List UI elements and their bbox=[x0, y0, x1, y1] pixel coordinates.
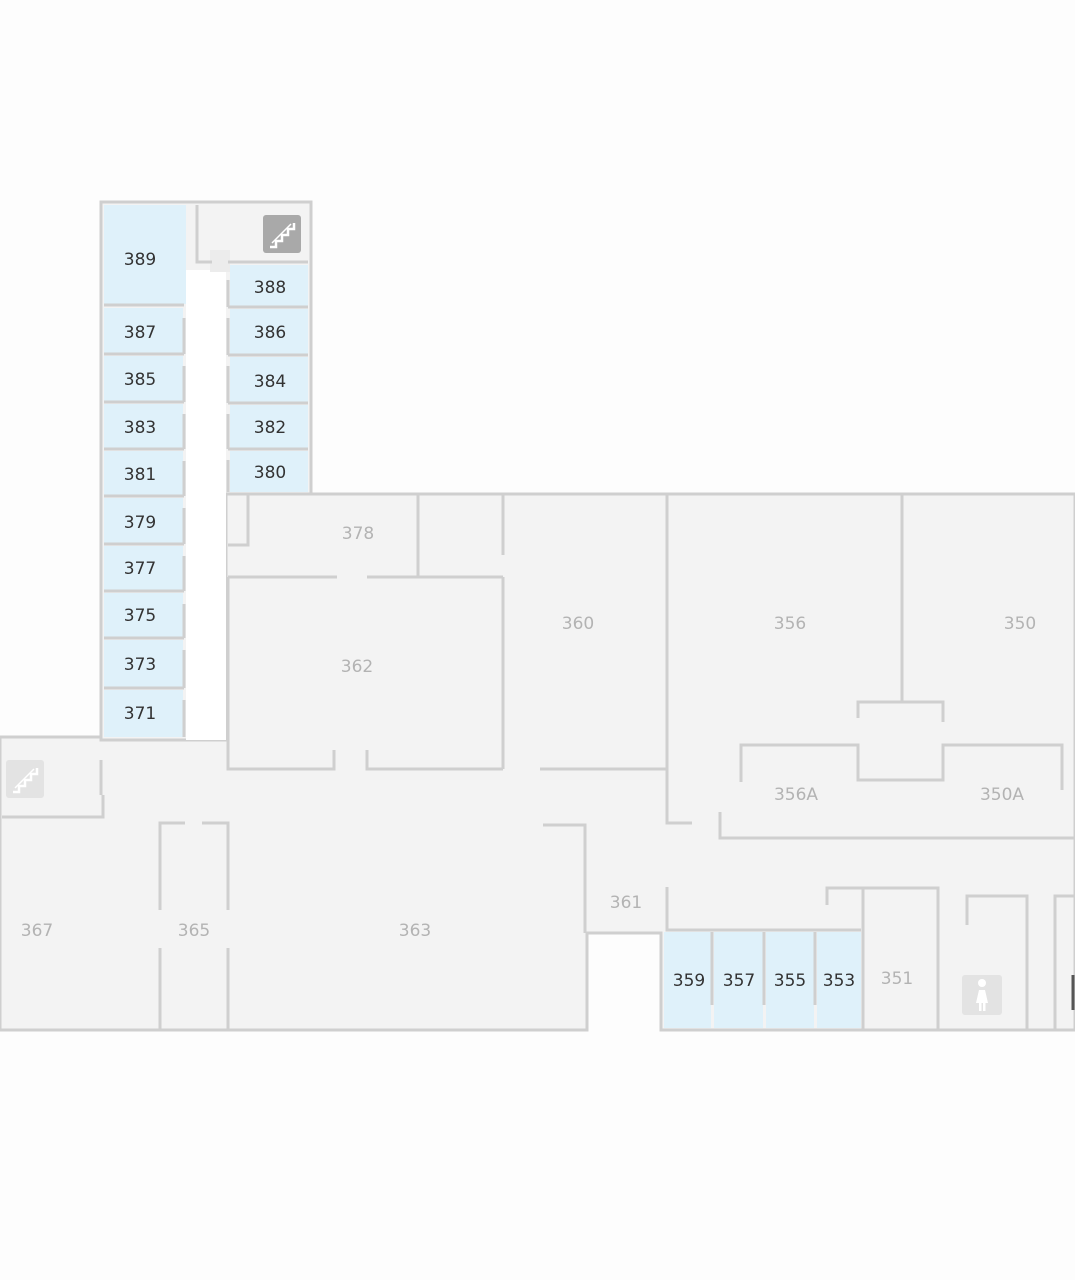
room-label: 357 bbox=[723, 971, 755, 991]
room-377[interactable] bbox=[104, 546, 183, 590]
room-387[interactable] bbox=[104, 308, 183, 353]
stairs-icon bbox=[263, 215, 301, 253]
room-label: 388 bbox=[254, 278, 286, 298]
room-label: 380 bbox=[254, 463, 286, 483]
room-label: 371 bbox=[124, 704, 156, 724]
room-388[interactable] bbox=[230, 265, 308, 306]
room-385[interactable] bbox=[104, 356, 183, 401]
room-label: 373 bbox=[124, 655, 156, 675]
room-373[interactable] bbox=[104, 640, 183, 687]
room-357[interactable] bbox=[714, 932, 763, 1028]
interior-walls bbox=[2, 205, 1075, 1030]
room-label: 365 bbox=[178, 921, 210, 941]
main-block bbox=[0, 492, 1075, 1032]
corridor-column bbox=[210, 250, 230, 272]
room-label: 350 bbox=[1004, 614, 1036, 634]
room-379[interactable] bbox=[104, 498, 183, 543]
womens-restroom-icon bbox=[962, 975, 1002, 1015]
room-371[interactable] bbox=[104, 690, 183, 737]
room-label: 375 bbox=[124, 606, 156, 626]
room-label: 356A bbox=[774, 785, 818, 805]
room-375[interactable] bbox=[104, 593, 183, 637]
north-corridor bbox=[186, 270, 226, 740]
room-label: 387 bbox=[124, 323, 156, 343]
room-label: 377 bbox=[124, 559, 156, 579]
room-label: 383 bbox=[124, 418, 156, 438]
room-353[interactable] bbox=[817, 932, 861, 1028]
room-label: 386 bbox=[254, 323, 286, 343]
room-384[interactable] bbox=[230, 357, 308, 402]
room-label: 356 bbox=[774, 614, 806, 634]
room-label: 353 bbox=[823, 971, 855, 991]
room-389[interactable] bbox=[104, 205, 186, 304]
room-label: 350A bbox=[980, 785, 1024, 805]
room-label: 382 bbox=[254, 418, 286, 438]
room-label: 362 bbox=[341, 657, 373, 677]
room-labels: 389 388 387 386 385 384 383 382 381 380 … bbox=[21, 250, 1036, 991]
room-382[interactable] bbox=[230, 405, 308, 448]
room-label: 378 bbox=[342, 524, 374, 544]
room-380[interactable] bbox=[230, 451, 308, 492]
room-386[interactable] bbox=[230, 309, 308, 354]
room-label: 381 bbox=[124, 465, 156, 485]
room-label: 355 bbox=[774, 971, 806, 991]
room-label: 379 bbox=[124, 513, 156, 533]
room-355[interactable] bbox=[766, 932, 814, 1028]
room-label: 363 bbox=[399, 921, 431, 941]
room-359[interactable] bbox=[664, 932, 711, 1028]
room-label: 367 bbox=[21, 921, 53, 941]
stairs-icon bbox=[6, 760, 44, 798]
highlighted-rooms bbox=[104, 205, 861, 1028]
room-label: 385 bbox=[124, 370, 156, 390]
room-381[interactable] bbox=[104, 451, 183, 495]
room-label: 384 bbox=[254, 372, 286, 392]
room-label: 359 bbox=[673, 971, 705, 991]
room-label: 389 bbox=[124, 250, 156, 270]
room-label: 351 bbox=[881, 969, 913, 989]
room-label: 361 bbox=[610, 893, 642, 913]
room-label: 360 bbox=[562, 614, 594, 634]
room-383[interactable] bbox=[104, 404, 183, 448]
